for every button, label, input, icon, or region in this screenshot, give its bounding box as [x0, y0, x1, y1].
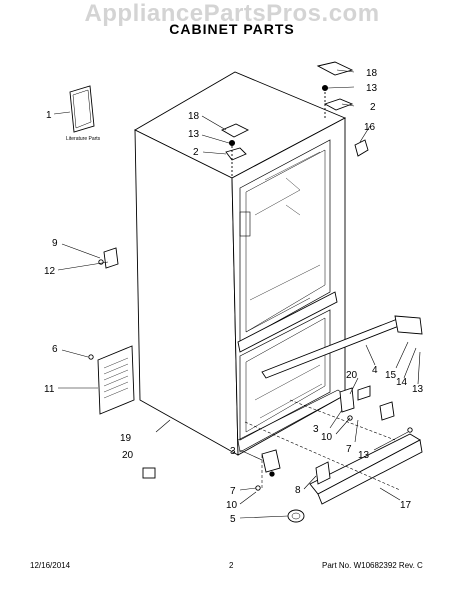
callout-2-left: 2 [193, 147, 199, 158]
callout-7-bottom: 7 [230, 486, 236, 497]
callout-20-right: 20 [346, 370, 358, 381]
callout-13-left: 13 [188, 129, 200, 140]
top-right-hinge-parts [316, 61, 369, 157]
callout-20-left: 20 [122, 450, 134, 461]
footer-part-number: Part No. W10682392 Rev. C [322, 561, 423, 570]
callout-10-right: 10 [321, 432, 333, 443]
callout-15: 15 [385, 370, 397, 381]
page-title: CABINET PARTS [169, 21, 295, 37]
callout-14: 14 [396, 377, 408, 388]
footer-date: 12/16/2014 [30, 561, 71, 570]
callout-13-top: 13 [366, 83, 378, 94]
callout-9: 9 [52, 238, 58, 249]
callout-4: 4 [372, 365, 378, 376]
callout-2-top: 2 [370, 102, 376, 113]
leveling-foot-5 [287, 509, 305, 523]
top-left-hinge-parts [221, 123, 250, 176]
callout-5: 5 [230, 514, 236, 525]
toe-grille-strip-4 [261, 315, 423, 379]
kick-plate-17 [309, 433, 423, 505]
callout-11: 11 [44, 384, 55, 395]
callout-10-bottom: 10 [226, 500, 238, 511]
side-bracket-9-12 [98, 247, 119, 269]
callout-labels: 18 13 2 16 18 13 2 1 9 12 6 11 4 20 15 1… [44, 68, 424, 525]
callout-8: 8 [295, 485, 301, 496]
callout-16: 16 [364, 122, 376, 133]
assembly-lines [244, 399, 401, 491]
callout-18-top: 18 [366, 68, 378, 79]
leader-lines [53, 69, 421, 519]
cabinet-body [134, 71, 347, 456]
callout-13-right: 13 [412, 384, 424, 395]
callout-3-bottom: 3 [230, 446, 236, 457]
callout-12: 12 [44, 266, 56, 277]
access-cover-6-11 [88, 345, 135, 415]
watermark: AppliancePartsPros.com [84, 0, 380, 27]
literature-booklet [69, 85, 95, 133]
callout-19: 19 [120, 433, 132, 444]
callout-7-right: 7 [346, 444, 352, 455]
callout-17: 17 [400, 500, 412, 511]
callout-13-bottom: 13 [358, 450, 370, 461]
lower-brackets [142, 385, 413, 491]
callout-3-right: 3 [313, 424, 319, 435]
callout-18-left: 18 [188, 111, 200, 122]
callout-1: 1 [46, 110, 52, 121]
footer-page-number: 2 [229, 561, 234, 570]
callout-6: 6 [52, 344, 58, 355]
literature-label: Literature Parts [66, 136, 101, 142]
